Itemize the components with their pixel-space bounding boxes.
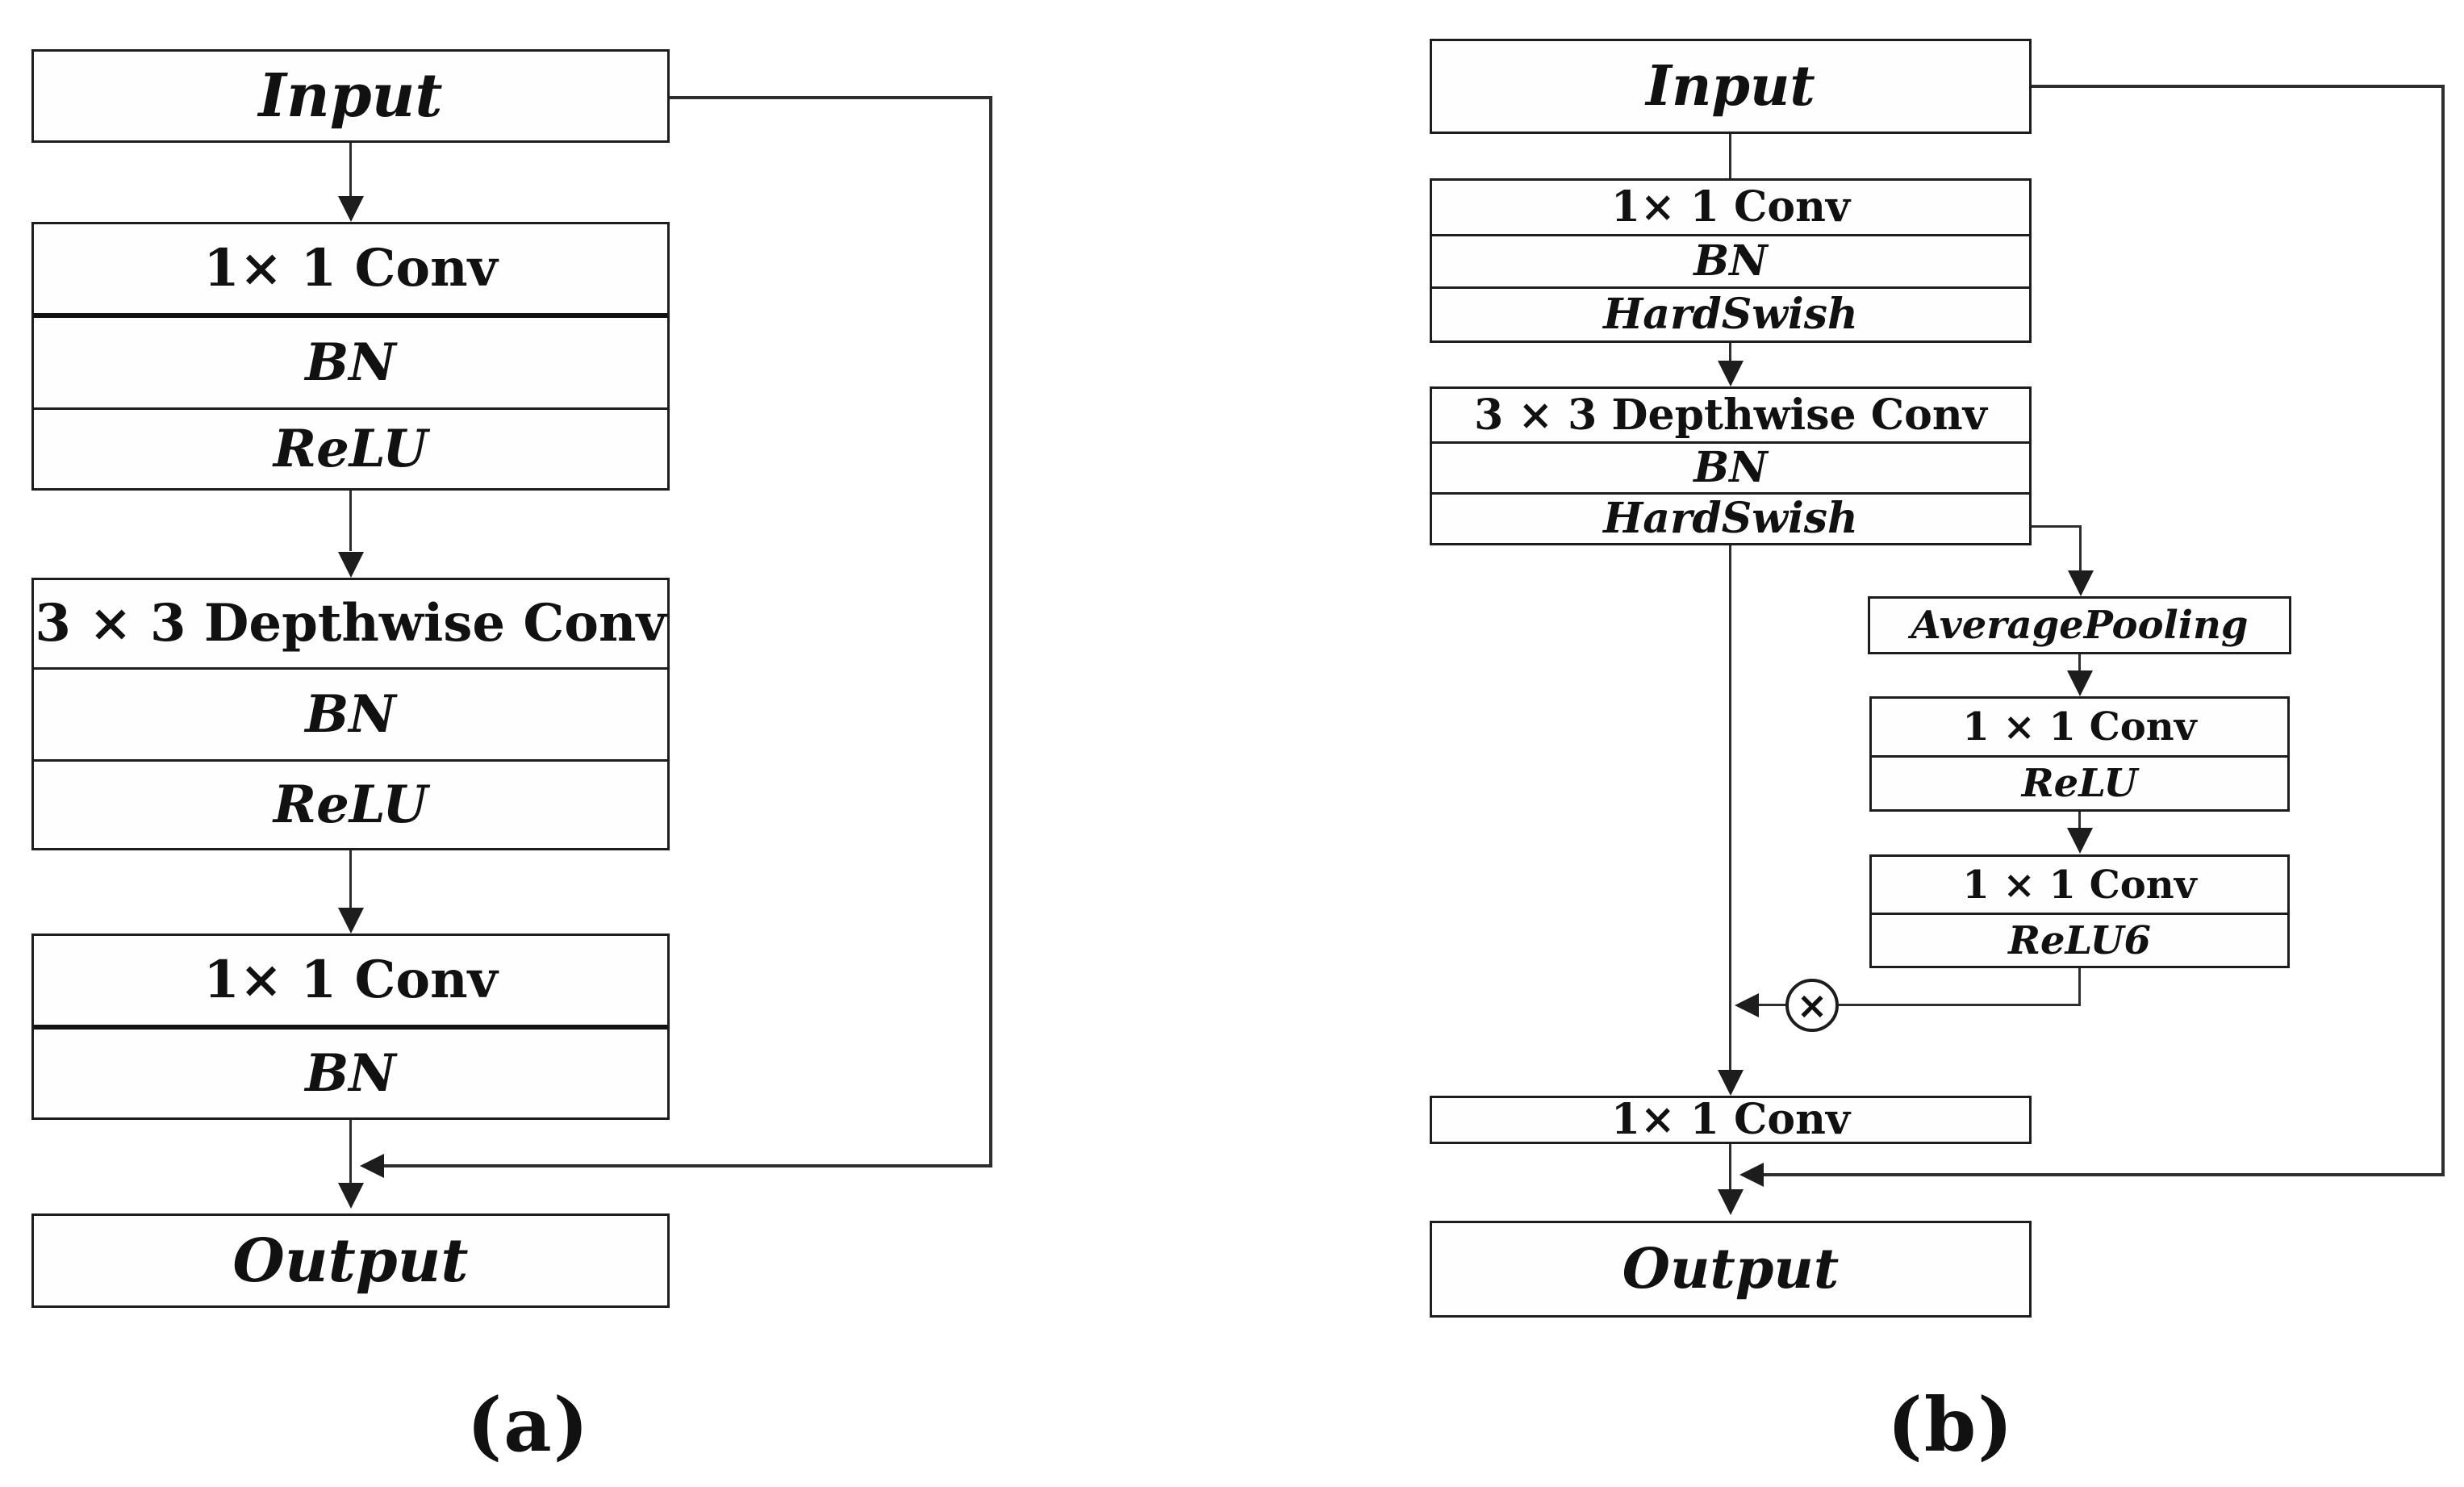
panel-b-output-label: Output — [1622, 1237, 1840, 1301]
panel-b-multiply-line-left — [1759, 1004, 1787, 1006]
panel-b-block2-conv-label: 3 × 3 Depthwise Conv — [1474, 390, 1987, 440]
panel-a-skip-line-top — [670, 96, 992, 99]
panel-a-connector-block1-block2 — [349, 491, 352, 551]
arrow-down-icon — [2067, 828, 2093, 854]
panel-b-depthwise-block: 3 × 3 Depthwise Conv BN HardSwish — [1430, 386, 2032, 545]
panel-b-se-relu-label: ReLU — [1872, 755, 2287, 809]
arrow-down-icon — [338, 196, 364, 222]
panel-a-block2-relu-label: ReLU — [34, 759, 667, 848]
panel-b-block1-act-label: HardSwish — [1432, 286, 2029, 340]
panel-b-main-stem — [1729, 545, 1731, 1070]
panel-a-depthwise-block: 3 × 3 Depthwise Conv BN ReLU — [31, 578, 670, 850]
panel-b-input-label: Input — [1646, 54, 1815, 119]
panel-b-block2-bn-label: BN — [1432, 441, 2029, 492]
panel-b-block1-bn-label: BN — [1432, 234, 2029, 286]
arrow-down-icon — [1718, 361, 1744, 386]
panel-b-block2-act-label: HardSwish — [1432, 492, 2029, 543]
panel-a-output-label: Output — [232, 1226, 469, 1296]
panel-b-connector-avgpool-se1 — [2078, 654, 2081, 674]
panel-b-caption: (b) — [1887, 1381, 2015, 1468]
panel-b-expand-block: 1× 1 Conv BN HardSwish — [1430, 178, 2032, 343]
panel-a-block3-conv-label: 1× 1 Conv — [203, 950, 498, 1010]
panel-a-input-label: Input — [258, 61, 443, 131]
panel-b-se-branch-line-down — [2079, 525, 2082, 572]
arrow-down-icon — [2067, 670, 2093, 696]
panel-b-output-box: Output — [1430, 1221, 2032, 1318]
multiply-icon: × — [1785, 979, 1839, 1032]
panel-a-block1-bn-label: BN — [34, 313, 667, 407]
panel-b-se-down-line — [2078, 968, 2081, 1005]
arrow-down-icon — [338, 552, 364, 578]
panel-b-se-conv2-box: 1 × 1 Conv ReLU6 — [1869, 854, 2290, 968]
panel-a-block2-bn-label: BN — [34, 667, 667, 759]
panel-a-skip-line-bottom — [382, 1164, 992, 1167]
panel-a-block3-bn-label: BN — [34, 1025, 667, 1117]
panel-b-avgpool-box: AveragePooling — [1868, 596, 2291, 654]
panel-b-se-conv2-label: 1 × 1 Conv — [1962, 862, 2197, 908]
panel-a-block2-conv-label: 3 × 3 Depthwise Conv — [35, 593, 666, 654]
panel-a-expand-block: 1× 1 Conv BN ReLU — [31, 222, 670, 491]
panel-b-se-conv1-label: 1 × 1 Conv — [1962, 704, 2197, 750]
panel-b-connector-se1-se2 — [2078, 812, 2081, 829]
panel-b-input-box: Input — [1430, 39, 2032, 134]
panel-a-connector-input-block1 — [349, 143, 352, 199]
panel-b-avgpool-label: AveragePooling — [1911, 603, 2249, 648]
panel-a-input-box: Input — [31, 49, 670, 143]
panel-b-connector-conv-output — [1729, 1144, 1731, 1193]
arrow-down-icon — [2068, 570, 2094, 596]
panel-a-caption: (a) — [466, 1381, 591, 1468]
panel-b-connector-block1-block2 — [1729, 343, 1731, 365]
panel-b-final-conv-box: 1× 1 Conv — [1430, 1096, 2032, 1144]
panel-a-connector-block3-output — [349, 1120, 352, 1186]
panel-b-connector-input-block1 — [1729, 134, 1731, 178]
panel-b-multiply-line-right — [1839, 1004, 2081, 1006]
panel-a-project-block: 1× 1 Conv BN — [31, 934, 670, 1120]
panel-a-connector-block2-block3 — [349, 850, 352, 908]
panel-b-block1-conv-label: 1× 1 Conv — [1610, 182, 1851, 232]
panel-b-skip-line-right — [2441, 85, 2445, 1176]
panel-a-skip-line-right — [989, 96, 992, 1167]
arrow-down-icon — [1718, 1070, 1744, 1096]
arrow-left-icon — [360, 1154, 384, 1178]
panel-b-se-relu6-label: ReLU6 — [1872, 913, 2287, 966]
panel-b-skip-line-bottom — [1764, 1173, 2445, 1176]
arrow-down-icon — [1718, 1189, 1744, 1215]
arrow-left-icon — [1735, 993, 1759, 1017]
panel-b-se-conv1-box: 1 × 1 Conv ReLU — [1869, 696, 2290, 812]
panel-b-skip-line-top — [2032, 85, 2445, 88]
panel-a-block1-conv-label: 1× 1 Conv — [203, 238, 498, 299]
panel-a-block1-relu-label: ReLU — [34, 407, 667, 488]
panel-a-output-box: Output — [31, 1213, 670, 1308]
arrow-left-icon — [1739, 1163, 1764, 1187]
panel-b-se-branch-line-top — [2032, 525, 2082, 528]
arrow-down-icon — [338, 1183, 364, 1209]
arrow-down-icon — [338, 908, 364, 934]
panel-b-final-conv-label: 1× 1 Conv — [1610, 1095, 1851, 1144]
